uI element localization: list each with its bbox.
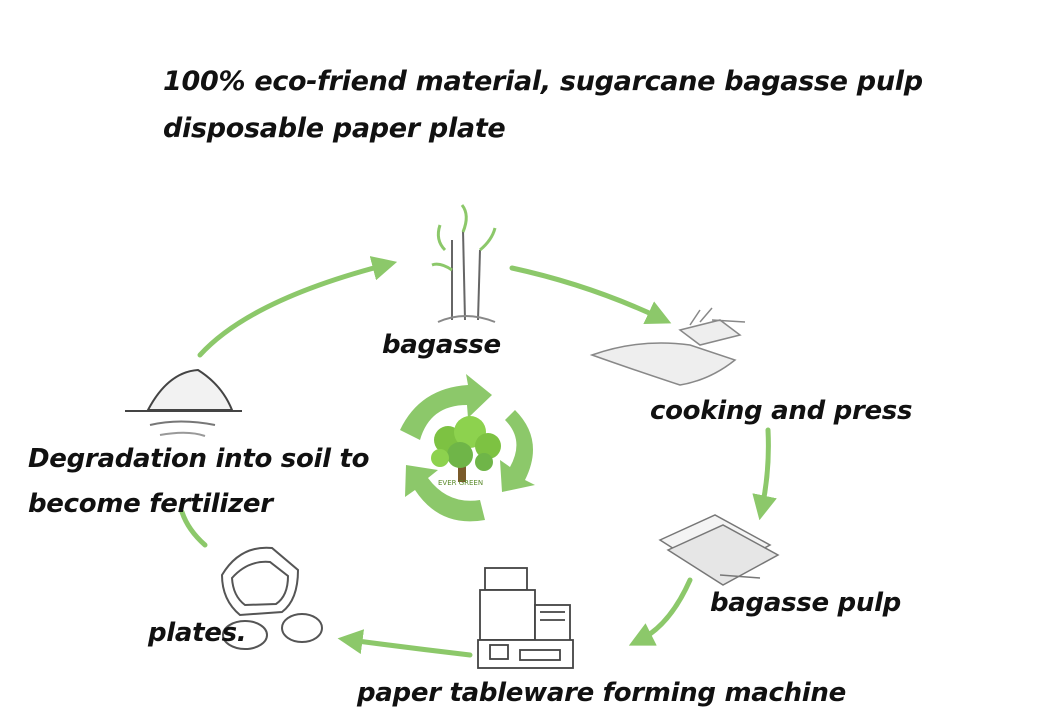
label-plates: plates. [148, 618, 247, 648]
title-line-1: 100% eco-friend material, sugarcane baga… [163, 66, 923, 97]
tree-logo-icon [431, 416, 501, 482]
recycle-icon [400, 374, 535, 522]
label-forming-machine: paper tableware forming machine [357, 678, 846, 708]
arrow-soil-to-bagasse [197, 256, 398, 358]
arrow-cooking-to-pulp [752, 427, 777, 521]
sugarcane-icon [431, 204, 497, 323]
label-bagasse-pulp: bagasse pulp [710, 588, 901, 618]
arrow-machine-to-plates [337, 629, 473, 658]
label-cooking-and-press: cooking and press [650, 396, 913, 426]
plates-icon [220, 546, 323, 650]
soil-mound-icon [125, 368, 242, 437]
label-degradation-line-1: Degradation into soil to [28, 444, 370, 474]
forming-machine-icon [477, 567, 574, 669]
label-bagasse: bagasse [382, 330, 501, 360]
cycle-arrows [179, 256, 777, 658]
arrow-pulp-to-machine [628, 577, 693, 646]
arrow-bagasse-to-cooking [509, 265, 672, 324]
arrow-plates-to-soil [179, 509, 208, 548]
logo-text: EVER GREEN [438, 479, 483, 487]
title-line-2: disposable paper plate [163, 113, 506, 144]
pulp-sheets-icon [658, 514, 780, 586]
press-icon [589, 307, 746, 386]
label-degradation-line-2: become fertilizer [28, 489, 273, 519]
